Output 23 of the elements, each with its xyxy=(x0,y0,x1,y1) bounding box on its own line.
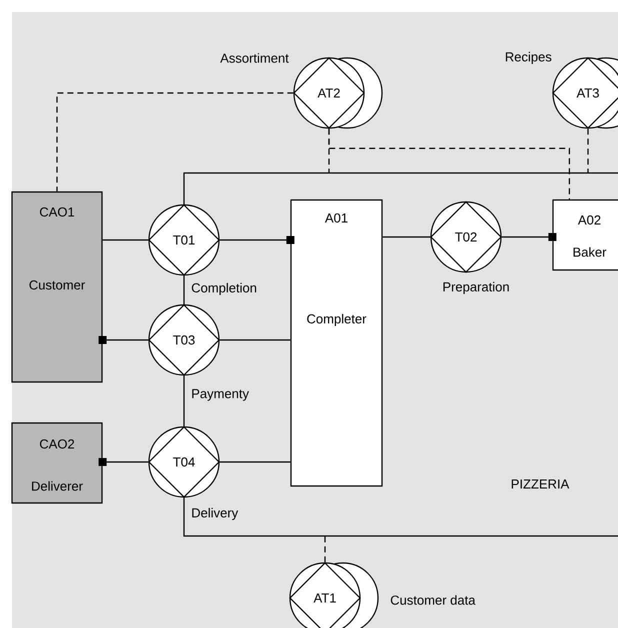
connector xyxy=(220,236,294,244)
node-caption: Completion xyxy=(192,282,256,296)
connector xyxy=(98,458,148,466)
actor-box: A01 Completer xyxy=(290,199,383,487)
node-caption: Assortiment xyxy=(220,53,289,63)
dashed-line xyxy=(324,536,326,562)
node-caption: Recipes xyxy=(506,52,552,64)
connector xyxy=(220,461,290,463)
connector xyxy=(502,233,556,241)
node-caption: Delivery xyxy=(192,508,238,520)
actor-box: CAO2 Deliverer xyxy=(11,422,103,504)
node-caption: Customer data xyxy=(390,595,476,605)
dashed-line xyxy=(328,128,570,200)
dashed-line xyxy=(587,128,589,173)
node-caption: Preparation xyxy=(443,282,509,294)
node-caption: Paymenty xyxy=(192,389,249,401)
connector xyxy=(102,239,148,241)
connector xyxy=(220,339,290,341)
dashed-line xyxy=(56,92,294,192)
actor-box: A02 Baker xyxy=(552,199,618,271)
connector xyxy=(98,336,148,344)
connector xyxy=(382,236,430,238)
actor-box: CAO1 Customer xyxy=(11,191,103,383)
